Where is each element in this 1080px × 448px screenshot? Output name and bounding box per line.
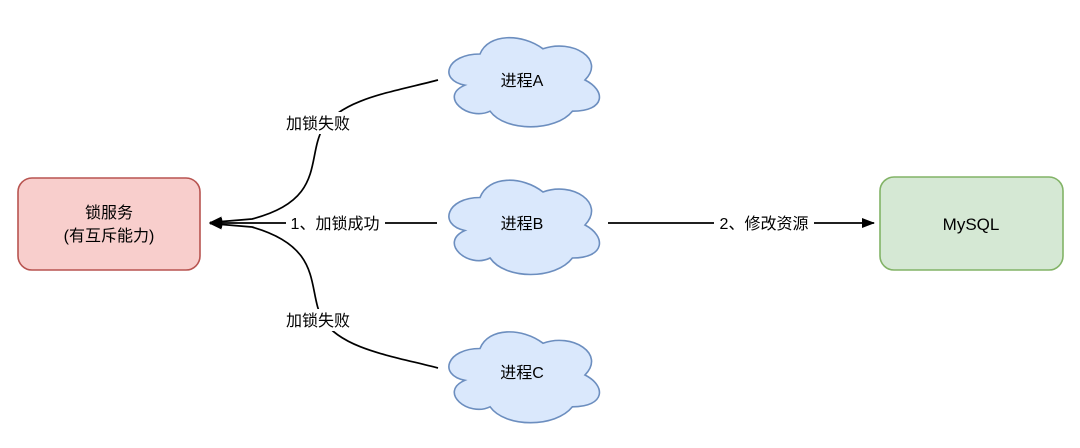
process-b-cloud: [448, 179, 601, 276]
lock-service-node: [17, 177, 201, 271]
edge-label-modify-resource: 2、修改资源: [720, 215, 809, 233]
edge-label-bg-mysql: [714, 212, 814, 234]
edge-label-lock-fail-bottom: 加锁失败: [286, 312, 350, 330]
edge-label-bg-a: [279, 112, 358, 134]
edge-label-bg-b: [286, 212, 385, 234]
lock-service-label-line2: (有互斥能力): [64, 227, 155, 245]
edge-label-lock-fail-top: 加锁失败: [286, 115, 350, 133]
mysql-label: MySQL: [943, 215, 1000, 234]
lock-service-label-line1: 锁服务: [85, 204, 133, 222]
process-a-cloud: [448, 36, 601, 128]
edge-label-bg-c: [279, 309, 358, 331]
process-c-cloud: [448, 331, 601, 424]
process-b-label: 进程B: [501, 215, 544, 233]
edge-process-a-to-lock: [209, 79, 439, 227]
process-a-label: 进程A: [501, 72, 544, 90]
edge-label-lock-success: 1、加锁成功: [291, 215, 380, 233]
mysql-node: [879, 176, 1064, 271]
edge-process-c-to-lock: [209, 219, 439, 369]
process-c-label: 进程C: [500, 364, 544, 382]
